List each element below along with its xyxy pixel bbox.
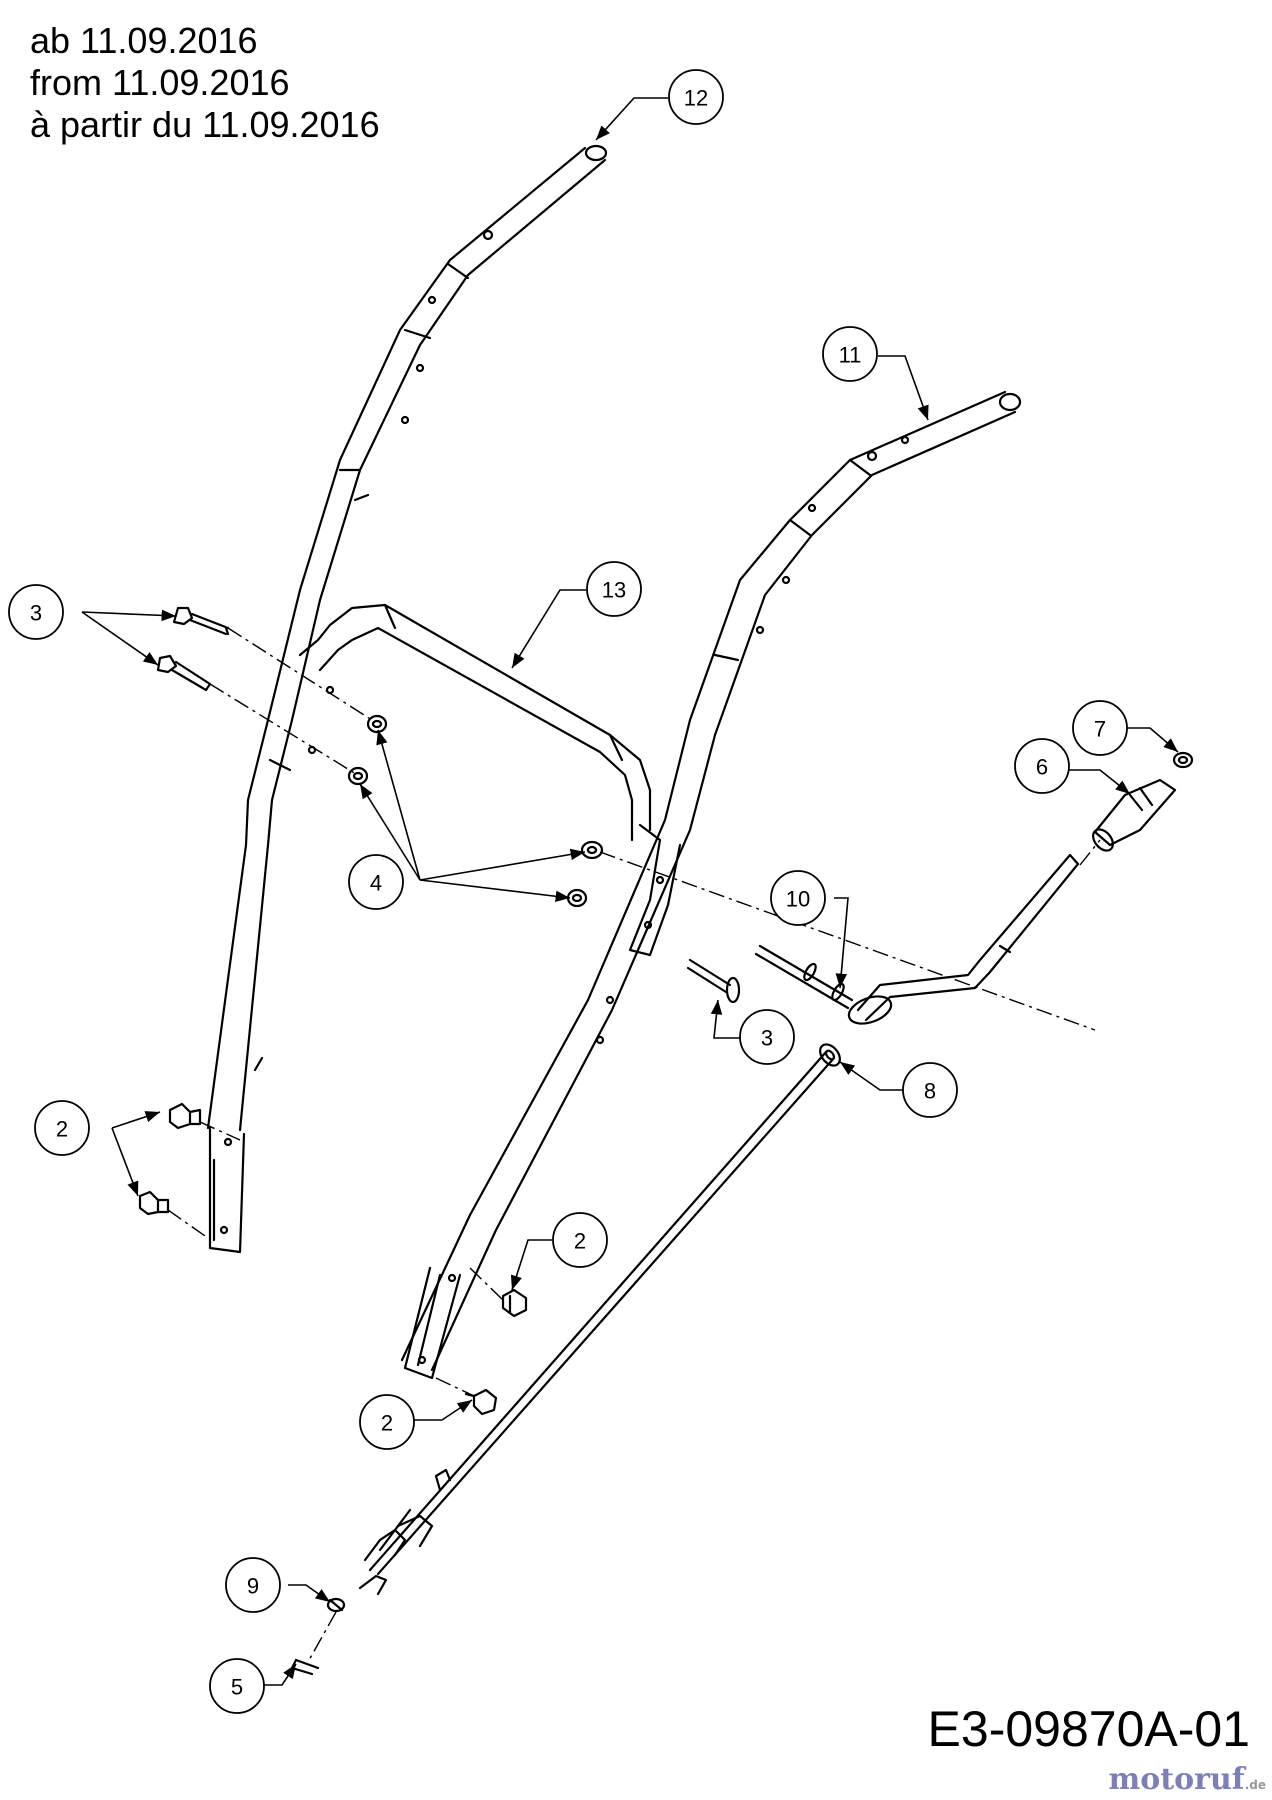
alignment-line-knob (1079, 839, 1101, 866)
callout-number-6: 6 (1036, 755, 1048, 780)
leader-4-2 (359, 783, 421, 881)
alignment-line-cotter (307, 1611, 337, 1663)
callout-circle-9 (225, 1557, 281, 1613)
alignment-line-bolt-left-upper (199, 1121, 241, 1141)
watermark-brand: motoruf (1108, 1762, 1245, 1797)
callout-circle-3a (8, 584, 64, 640)
grommet (819, 1043, 841, 1067)
hex-nut-3 (580, 840, 604, 860)
left-handle-tube (206, 144, 608, 1254)
callout-circle-4 (348, 854, 404, 910)
leader-12 (595, 97, 668, 141)
callout-circle-2b (552, 1212, 608, 1268)
cross-brace (298, 603, 682, 957)
leader-2a-2 (111, 1127, 139, 1197)
callout-number-8: 8 (924, 1079, 936, 1104)
flange-bolt-left-upper (168, 1102, 202, 1130)
date-line-de: ab 11.09.2016 (30, 20, 258, 61)
leader-5 (262, 1663, 297, 1686)
pivot-pin (754, 944, 854, 1010)
alignment-line-bolt-left-lower (167, 1209, 209, 1239)
leader-11 (878, 355, 929, 421)
leader-13 (511, 589, 586, 669)
drawing-number: E3-09870A-01 (927, 1701, 1250, 1757)
callout-circle-5 (209, 1658, 265, 1714)
right-handle-tube (400, 390, 1022, 1380)
flange-bolt-right-upper (501, 1288, 528, 1318)
callout-number-7: 7 (1094, 717, 1106, 742)
callout-circle-13 (586, 561, 642, 617)
validity-date-note: ab 11.09.2016 from 11.09.2016 à partir d… (30, 20, 380, 146)
carriage-bolt-upper-1 (172, 606, 230, 636)
callout-number-2a: 2 (56, 1117, 68, 1142)
hex-nut-1 (366, 714, 388, 734)
callout-circle-11 (822, 326, 878, 382)
callout-circle-7 (1072, 700, 1128, 756)
leader-3a-2 (81, 611, 159, 666)
leader-3b (710, 999, 740, 1039)
callout-number-3a: 3 (30, 601, 42, 626)
leader-4-1 (376, 729, 421, 881)
callout-number-4: 4 (370, 871, 382, 896)
callout-circle-2c (359, 1394, 415, 1450)
date-line-fr: à partir du 11.09.2016 (30, 104, 380, 145)
alignment-line-bolt1 (227, 627, 376, 723)
alignment-line-bolt-right-lower (435, 1377, 475, 1397)
carriage-bolt-lower (686, 958, 741, 1004)
cotter-pin (290, 1658, 320, 1676)
leader-6 (1064, 769, 1131, 795)
callout-circle-10 (770, 870, 826, 926)
callout-circle-8 (902, 1062, 958, 1118)
callout-number-5: 5 (231, 1675, 243, 1700)
control-rod (358, 1050, 836, 1596)
callout-number-2c: 2 (381, 1411, 393, 1436)
leader-10 (834, 897, 849, 989)
leader-2a-1 (111, 1111, 161, 1129)
hex-nut-4 (566, 888, 588, 908)
callout-number-2b: 2 (574, 1229, 586, 1254)
leader-3a-1 (81, 609, 177, 622)
lock-nut (326, 1597, 346, 1613)
callout-circle-3b (739, 1009, 795, 1065)
callout-number-13: 13 (602, 578, 626, 603)
callout-number-9: 9 (247, 1574, 259, 1599)
callout-number-3b: 3 (761, 1026, 773, 1051)
date-line-en: from 11.09.2016 (30, 62, 290, 103)
shift-lever (847, 853, 1080, 1025)
callout-circle-6 (1014, 738, 1070, 794)
hex-nut-2 (347, 766, 369, 786)
leader-8 (839, 1061, 905, 1091)
callout-circle-2a (34, 1100, 90, 1156)
leader-4-3 (419, 848, 586, 881)
callout-number-12: 12 (684, 86, 708, 111)
small-nut (1172, 751, 1194, 769)
flange-bolt-left-lower (138, 1190, 170, 1216)
alignment-line-pin (599, 851, 1096, 1031)
callout-number-10: 10 (786, 887, 810, 912)
leader-9 (288, 1584, 331, 1603)
callout-number-11: 11 (839, 343, 862, 368)
callout-circle-12 (668, 69, 724, 125)
shift-knob (1092, 778, 1177, 852)
leader-2c (410, 1399, 473, 1421)
leader-2b (510, 1239, 552, 1291)
watermark-domain: .de (1244, 1778, 1266, 1792)
carriage-bolt-upper-2 (156, 654, 212, 692)
leader-4-4 (419, 879, 571, 903)
watermark-logo: motoruf.de (1109, 1762, 1266, 1797)
alignment-line-bolt-right-upper (469, 1267, 504, 1301)
